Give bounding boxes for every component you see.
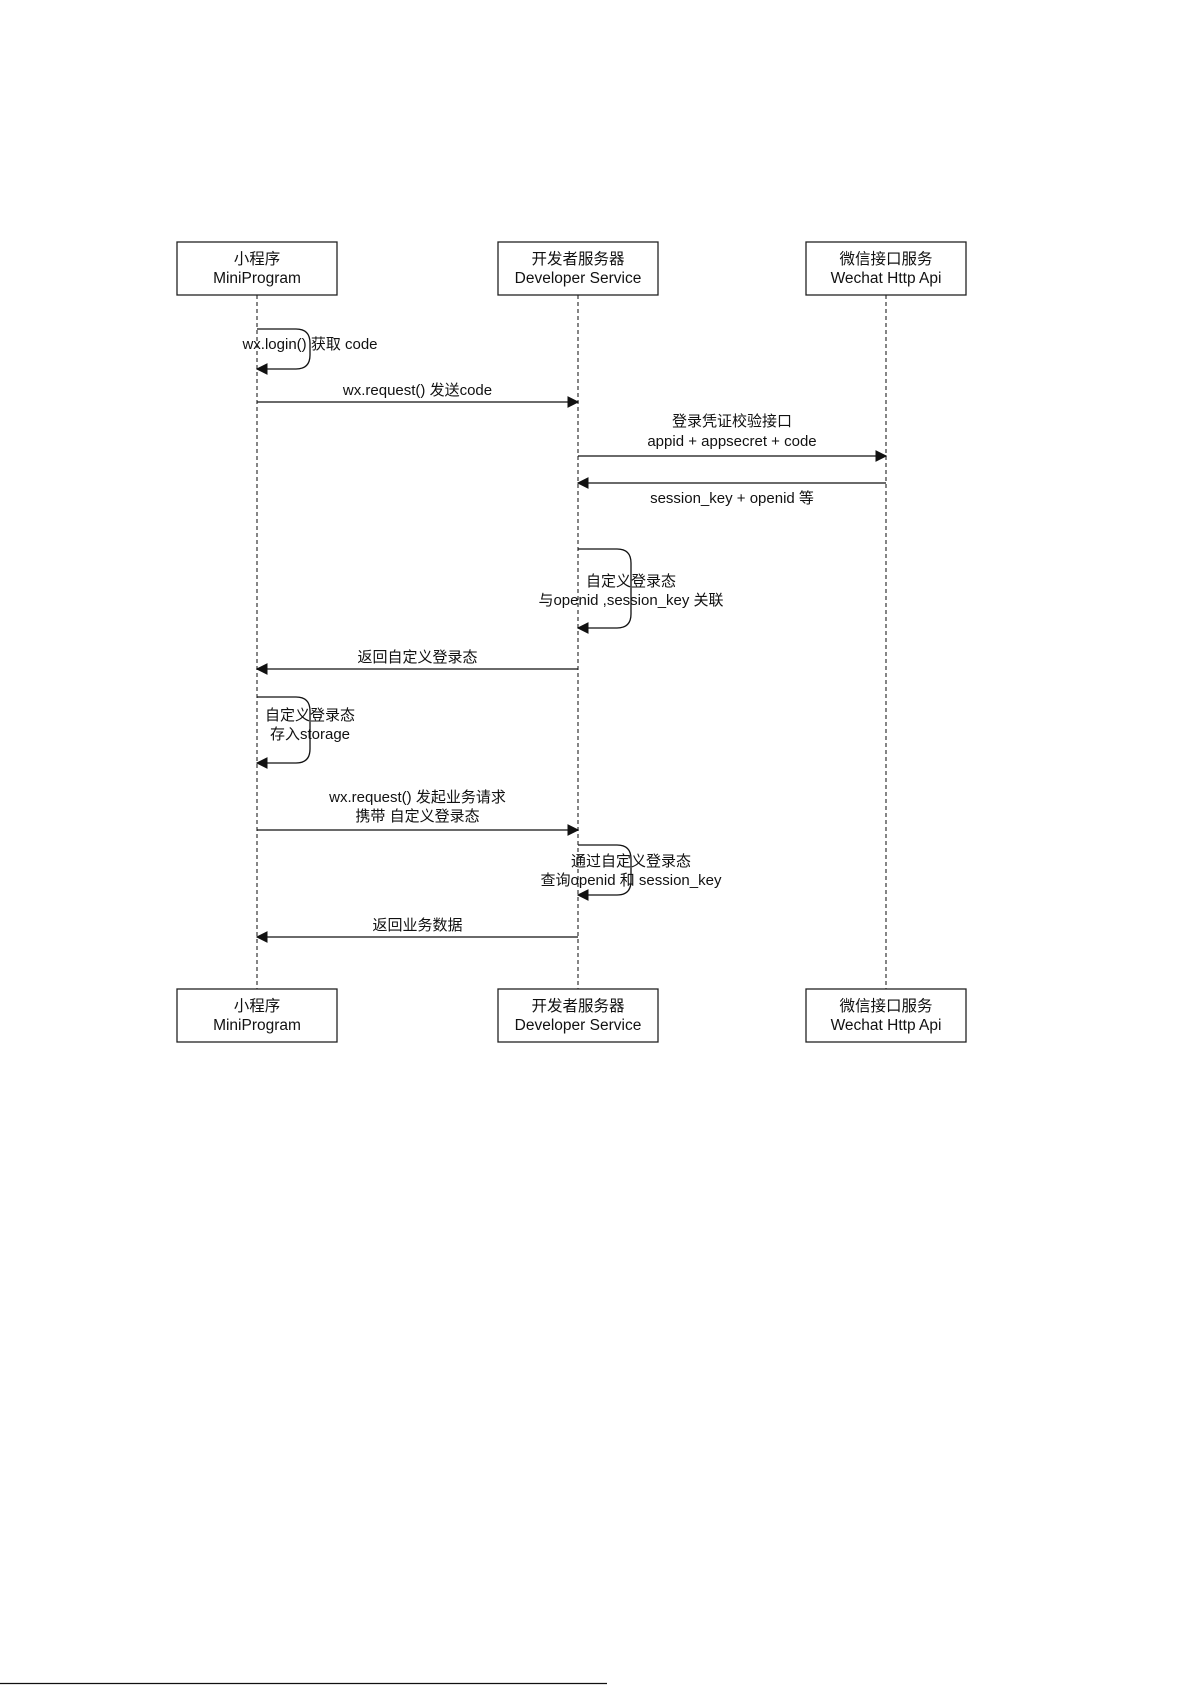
participants: 小程序 MiniProgram 小程序 MiniProgram 开发者服务器 Develo… — [176, 241, 967, 1043]
message-2: 登录凭证校验接口 appid + appsecret + code — [578, 413, 888, 462]
self-message-arrow — [255, 328, 311, 375]
participant-box — [805, 241, 967, 296]
participant-wx-top: 微信接口服务 Wechat Http Api — [805, 241, 967, 296]
participant-name-cn: 开发者服务器 — [531, 250, 625, 268]
message-label: 登录凭证校验接口 — [672, 413, 792, 430]
participant-wx-bottom: 微信接口服务 Wechat Http Api — [805, 988, 967, 1043]
message-label: wx.login() 获取 code — [241, 336, 377, 353]
lifelines — [256, 295, 887, 989]
participant-name-en: Developer Service — [515, 270, 642, 287]
participant-name-en: Wechat Http Api — [831, 270, 942, 287]
participant-mini-top: 小程序 MiniProgram — [176, 241, 338, 296]
message-label: 与openid ,session_key 关联 — [538, 592, 723, 609]
participant-dev-top: 开发者服务器 Developer Service — [497, 241, 659, 296]
participant-dev-bottom: 开发者服务器 Developer Service — [497, 988, 659, 1043]
message-label: 查询openid 和 session_key — [541, 872, 722, 889]
participant-name-en: MiniProgram — [213, 1017, 301, 1034]
messages: wx.login() 获取 code wx.request() 发送code 登录凭… — [241, 328, 888, 943]
participant-box — [176, 988, 338, 1043]
participant-box — [805, 988, 967, 1043]
self-message-arrow — [576, 548, 632, 634]
participant-box — [176, 241, 338, 296]
message-5: 返回自定义登录态 — [255, 649, 578, 675]
participant-name-en: Developer Service — [515, 1017, 642, 1034]
participant-name-cn: 小程序 — [234, 250, 281, 268]
participant-name-en: MiniProgram — [213, 270, 301, 287]
participant-name-cn: 微信接口服务 — [839, 250, 932, 268]
message-label: 携带 自定义登录态 — [355, 808, 479, 825]
participant-name-cn: 开发者服务器 — [531, 997, 625, 1015]
message-label: 返回自定义登录态 — [357, 649, 477, 666]
message-label: wx.request() 发起业务请求 — [328, 789, 506, 806]
participant-name-cn: 微信接口服务 — [839, 997, 932, 1015]
message-9: 返回业务数据 — [255, 917, 578, 943]
participant-box — [497, 988, 659, 1043]
message-3: session_key + openid 等 — [576, 477, 886, 507]
self-message-arrow — [576, 844, 632, 901]
self-message-0: wx.login() 获取 code — [241, 328, 378, 375]
message-label: session_key + openid 等 — [650, 489, 814, 507]
message-label: 通过自定义登录态 — [571, 853, 691, 870]
message-label: wx.request() 发送code — [342, 382, 492, 399]
message-label: appid + appsecret + code — [647, 433, 816, 450]
message-1: wx.request() 发送code — [257, 382, 580, 408]
self-message-arrow — [255, 696, 311, 769]
participant-mini-bottom: 小程序 MiniProgram — [176, 988, 338, 1043]
message-label: 返回业务数据 — [372, 917, 462, 934]
message-label: 自定义登录态 — [265, 707, 355, 724]
participant-box — [497, 241, 659, 296]
participant-name-en: Wechat Http Api — [831, 1017, 942, 1034]
message-label: 存入storage — [270, 726, 350, 743]
participant-name-cn: 小程序 — [234, 997, 281, 1015]
message-label: 自定义登录态 — [586, 573, 676, 590]
